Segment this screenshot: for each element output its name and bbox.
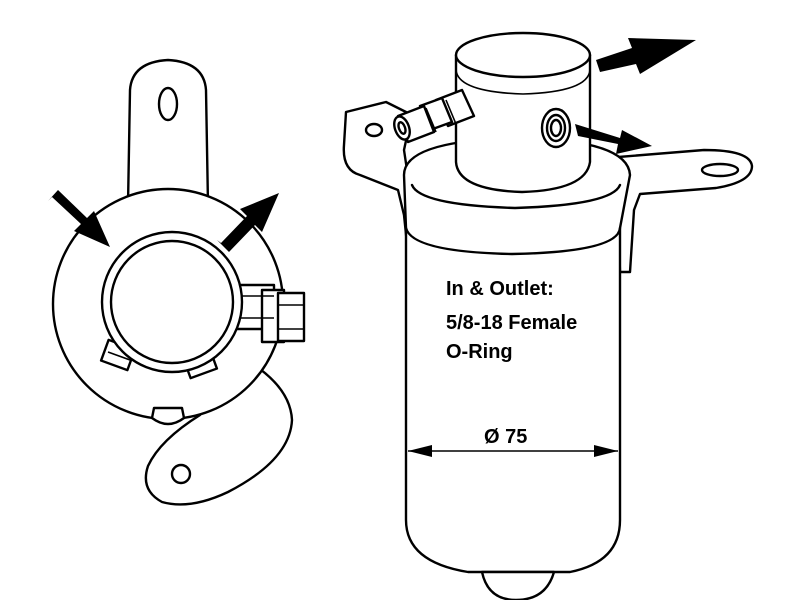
top-view-cylinder-inner [109,239,235,365]
side-inlet-arrow-icon [596,38,696,74]
side-view-outlet-port [540,107,572,149]
seal-type-label: O-Ring [446,341,513,363]
side-view-inlet-fitting [393,88,476,144]
outlet-arrow-icon [217,193,279,252]
side-view-bottom-cap [480,570,556,600]
diameter-label: Ø 75 [484,426,528,448]
diameter-dimension [408,445,618,457]
side-view-canister [402,136,632,574]
side-view-canister-rim [410,183,622,210]
side-outlet-arrow-icon [575,124,652,154]
side-view-bracket-hole-right [700,162,740,178]
side-view-canister-shoulder [404,226,622,256]
side-view-head-top [454,31,592,79]
top-view-upper-tab-hole [157,86,179,122]
side-view-bracket-right [598,148,754,274]
inlet-outlet-label: In & Outlet: [446,278,554,300]
side-view [342,31,754,600]
top-view-upper-tab [126,58,210,207]
side-view-bracket-hole-left [364,122,384,138]
top-view [48,58,306,506]
thread-spec-label: 5/8-18 Female [446,312,578,334]
top-view-bottom-lug [150,406,186,426]
side-view-head [454,53,592,194]
side-view-bracket [342,100,420,275]
inlet-arrow-icon [48,190,110,247]
top-view-lower-tab-hole [170,463,192,485]
